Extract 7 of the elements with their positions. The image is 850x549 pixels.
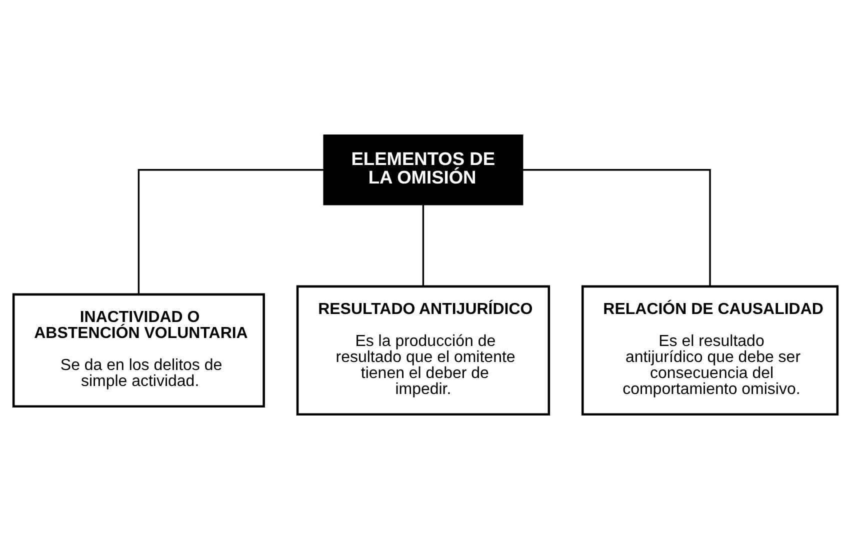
connector [137,168,324,294]
node-box: RESULTADO ANTIJURÍDICO Es la producción de resultado que el omitente tienen el deber de impedir. [296,284,550,416]
node-box: ELEMENTOS DE LA OMISIÓN [322,134,523,205]
node-box: RELACIÓN DE CAUSALIDAD Es el resultado antijurídico que debe ser consecuencia del comportamiento omisivo. [580,284,838,416]
connector [422,204,424,286]
connector [522,168,710,286]
node-box: INACTIVIDAD O ABSTENCIÓN VOLUNTARIA Se da en los delitos de simple actividad. [12,292,264,408]
